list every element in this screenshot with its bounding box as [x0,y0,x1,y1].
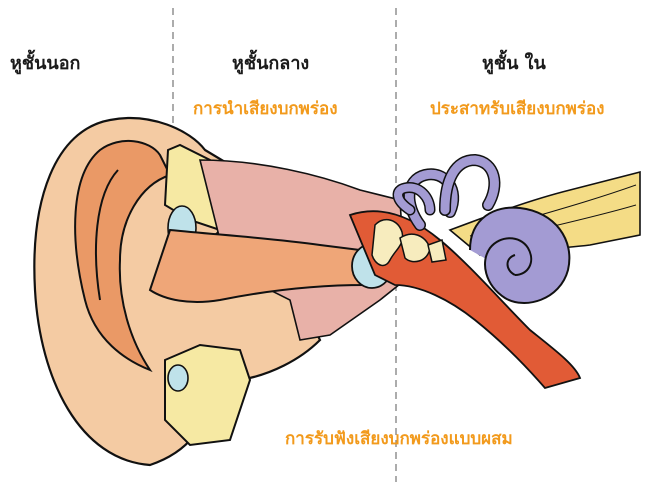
cartilage-gap-lower [168,365,188,391]
section-title-outer-ear: หูชั้นนอก [10,55,80,73]
label-sensorineural-hearing-loss: ประสาทรับเสียงบกพร่อง [430,101,604,118]
section-title-inner-ear: หูชั้น ใน [482,55,546,73]
label-mixed-hearing-loss: การรับฟังเสียงบกพร่องแบบผสม [285,431,513,448]
label-conductive-hearing-loss: การนำเสียงบกพร่อง [193,101,338,118]
semicircular-canals [398,160,494,225]
section-title-middle-ear: หูชั้นกลาง [232,55,309,73]
